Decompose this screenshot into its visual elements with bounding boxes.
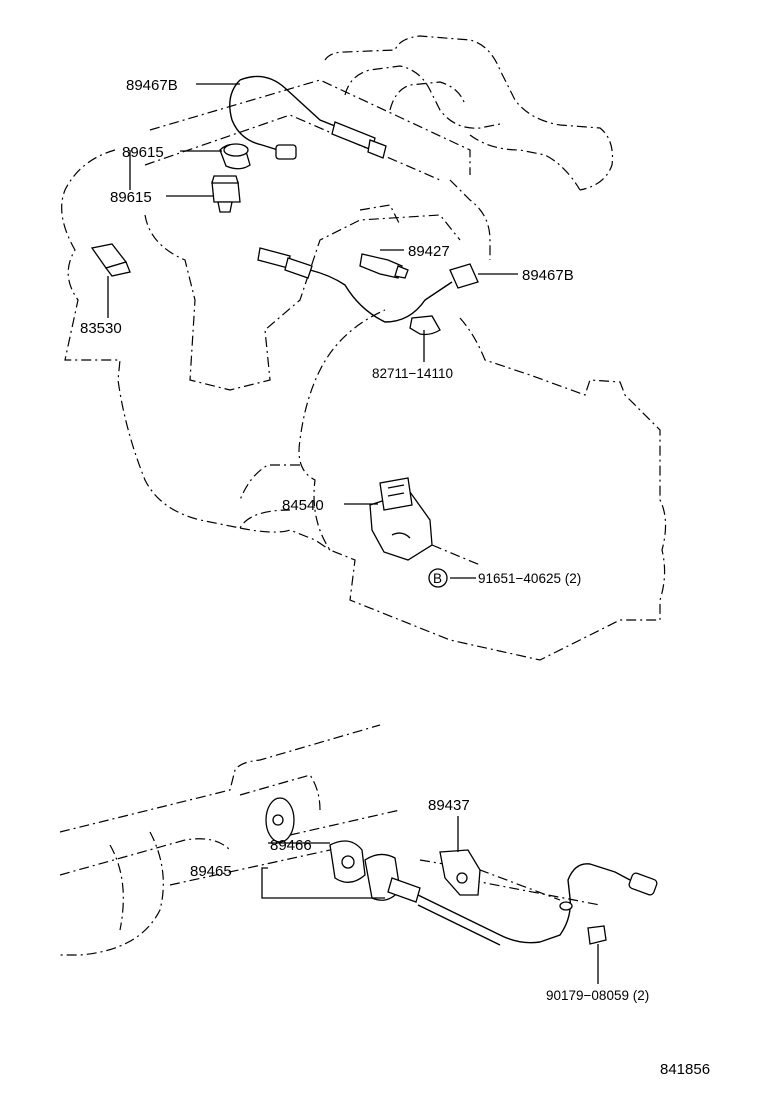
label-89437: 89437 <box>428 797 470 814</box>
label-83530: 83530 <box>80 320 122 337</box>
label-ref-b: B <box>433 571 442 586</box>
neutral-start-switch-84540 <box>369 477 481 566</box>
label-84540: 84540 <box>282 497 324 514</box>
temp-sensor-89427 <box>359 253 409 279</box>
label-89615-b: 89615 <box>110 189 152 206</box>
clamp-82711 <box>409 315 441 336</box>
ref-b-circle <box>428 568 448 588</box>
oil-pressure-switch-83530 <box>90 243 131 277</box>
engine-outline <box>61 35 667 661</box>
oxygen-sensor-mid <box>257 247 479 323</box>
knock-sensor-89615-a <box>219 143 251 170</box>
gasket-89466 <box>329 840 366 883</box>
label-89467B-right: 89467B <box>522 267 574 284</box>
exhaust-outline <box>59 724 601 956</box>
label-89466: 89466 <box>270 837 312 854</box>
oxygen-sensor-89465 <box>364 853 658 946</box>
label-91651-40625: 91651−40625 (2) <box>478 571 581 586</box>
label-90179-08059: 90179−08059 (2) <box>546 988 649 1003</box>
bracket-89437 <box>439 849 481 896</box>
part-labels: 89467B 89615 89615 83530 89427 89467B 82… <box>80 77 710 1078</box>
leader-lines <box>107 83 599 984</box>
diagram-id: 841856 <box>660 1061 710 1078</box>
oxygen-sensor-89467B-top <box>229 75 387 160</box>
label-89615-a: 89615 <box>122 144 164 161</box>
nut-90179 <box>587 925 607 945</box>
knock-sensor-89615-b <box>211 175 241 213</box>
label-82711-14110: 82711−14110 <box>372 366 453 381</box>
label-89465: 89465 <box>190 863 232 880</box>
label-89467B-top: 89467B <box>126 77 178 94</box>
label-89427: 89427 <box>408 243 450 260</box>
